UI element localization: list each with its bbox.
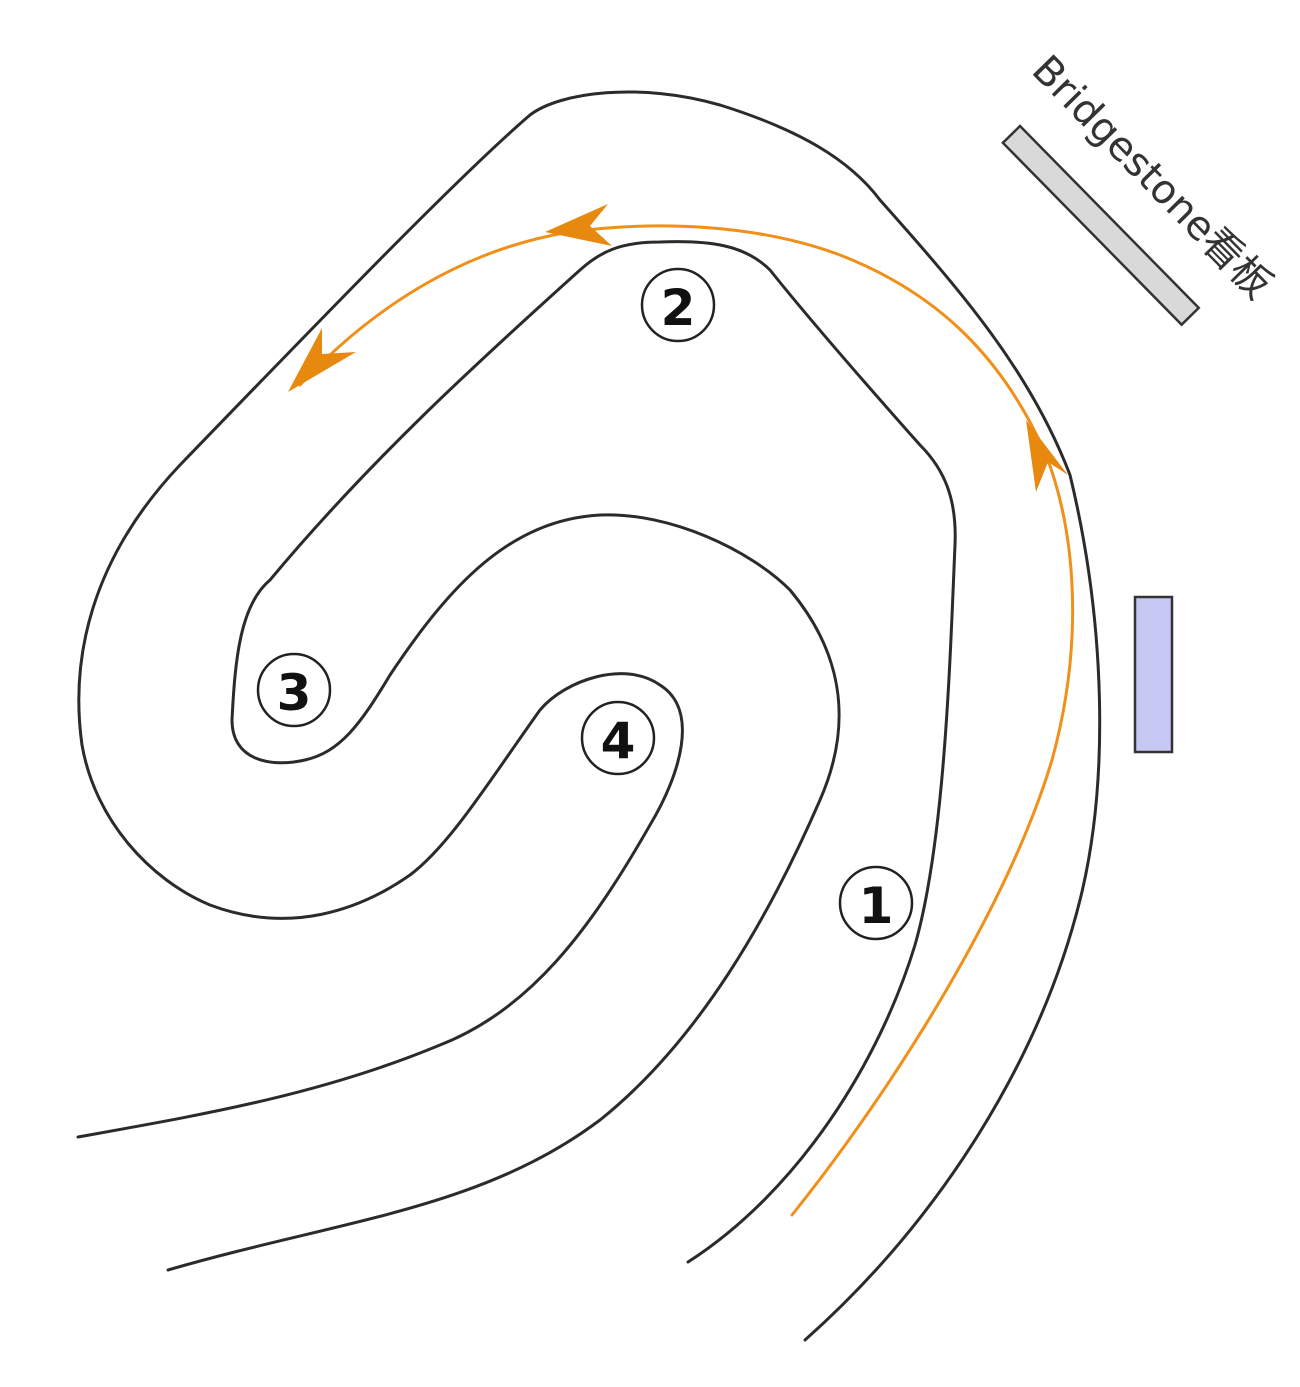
racing-line-arrow-left	[545, 204, 612, 246]
corner-3: 3	[256, 652, 332, 728]
corner-1-ring	[838, 865, 914, 941]
corner-4-ring	[580, 700, 656, 776]
corner-2: 2	[640, 267, 716, 343]
corner-2-ring	[640, 267, 716, 343]
corner-4: 4	[580, 700, 656, 776]
blue-marker	[1133, 595, 1174, 754]
corner-3-ring	[256, 652, 332, 728]
track-boundaries	[76, 90, 1102, 1342]
billboard: Bridgestone看板	[1001, 47, 1281, 327]
racing-line-arrow-down-left	[288, 328, 356, 392]
corner-3-number: 3	[277, 664, 312, 722]
racing-line-arrow-up	[1026, 420, 1068, 492]
corner-1-number: 1	[859, 877, 894, 935]
track-outer-edge-left	[76, 90, 1102, 1342]
corner-1: 1	[838, 865, 914, 941]
corner-2-number: 2	[661, 279, 696, 337]
corner-4-number: 4	[601, 712, 636, 770]
billboard-rect	[1001, 124, 1201, 327]
racing-line	[288, 204, 1075, 1217]
racing-line-path	[298, 224, 1075, 1217]
track-inner-edge	[166, 240, 957, 1272]
